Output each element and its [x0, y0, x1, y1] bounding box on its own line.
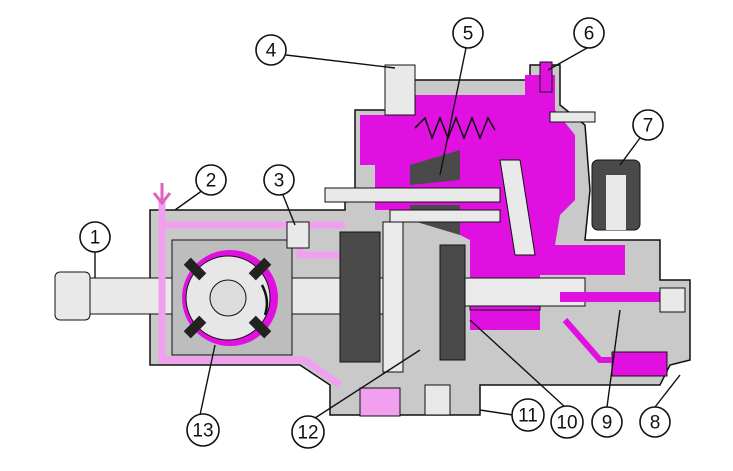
callout-4: 4: [255, 34, 287, 66]
delivery-valve: [611, 351, 668, 377]
callout-label: 11: [518, 406, 538, 427]
governor-shaft-lower: [389, 209, 501, 223]
governor-spring: [414, 115, 496, 141]
callout-13: 13: [186, 413, 220, 447]
high-pressure-channel: [560, 292, 660, 302]
callout-label: 12: [297, 423, 318, 444]
callout-3: 3: [263, 164, 295, 196]
vane-pump-hub: [209, 279, 247, 317]
shaft-nut: [54, 271, 91, 321]
distributor-head-bolt: [659, 287, 686, 313]
governor-shaft: [324, 187, 501, 203]
callout-label: 10: [556, 413, 577, 434]
fuel-return-line: [562, 318, 612, 363]
drive-gear: [382, 221, 404, 373]
full-load-screw: [539, 61, 553, 93]
leader-lines: [94, 47, 681, 419]
timing-device: [359, 387, 401, 417]
roller-ring: [339, 231, 381, 363]
callout-8: 8: [639, 406, 671, 438]
callout-label: 9: [602, 413, 613, 434]
control-lever: [499, 159, 536, 256]
callout-10: 10: [550, 405, 584, 439]
callout-label: 7: [643, 116, 654, 137]
rotation-arrow-icon: [260, 284, 269, 316]
callout-11: 11: [511, 398, 545, 432]
callout-5: 5: [452, 17, 484, 49]
callout-12: 12: [291, 415, 325, 449]
shutoff-lever: [384, 64, 416, 116]
callout-7: 7: [632, 109, 664, 141]
solenoid-core: [606, 175, 626, 230]
callout-label: 3: [274, 171, 285, 192]
fuel-inlet-arrow-icon: [152, 183, 172, 206]
callout-label: 2: [206, 171, 217, 192]
cam-plate: [439, 244, 466, 361]
callout-label: 4: [266, 41, 277, 62]
timing-piston: [424, 384, 451, 416]
callout-1: 1: [79, 221, 111, 253]
callout-label: 1: [90, 228, 101, 249]
callout-2: 2: [195, 164, 227, 196]
pressure-valve: [286, 221, 310, 249]
callout-label: 5: [463, 24, 474, 45]
vanes: [183, 257, 272, 339]
callout-label: 8: [650, 413, 661, 434]
callout-label: 6: [584, 24, 595, 45]
callout-9: 9: [591, 406, 623, 438]
callout-6: 6: [573, 17, 605, 49]
callout-label: 13: [192, 421, 213, 442]
adjust-screw: [549, 111, 596, 123]
